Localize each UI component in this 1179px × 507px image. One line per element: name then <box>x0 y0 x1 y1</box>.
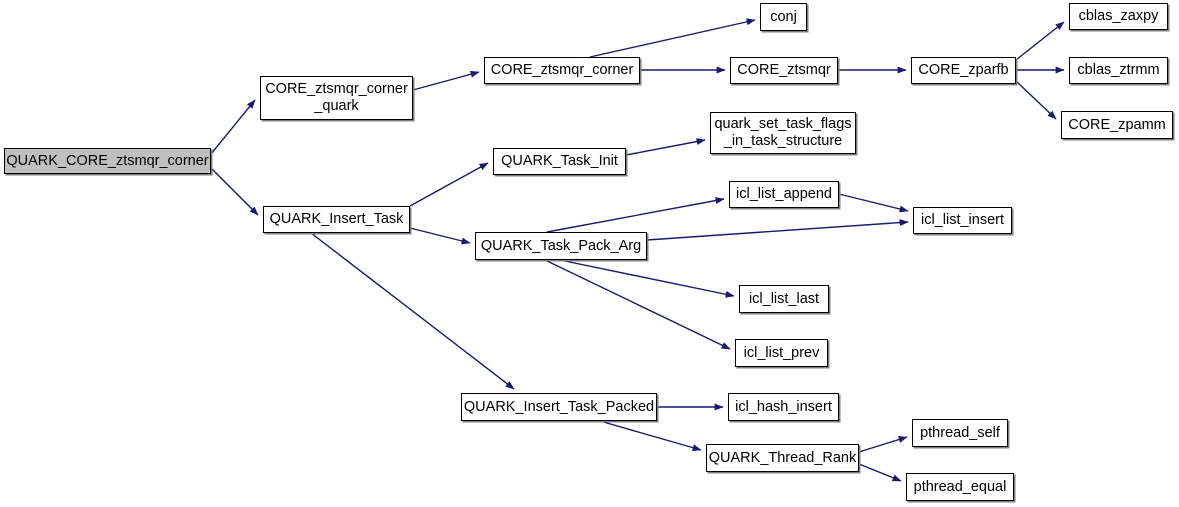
call-edge <box>858 436 908 453</box>
graph-node-label: icl_list_last <box>748 290 820 307</box>
graph-node-label: CORE_ztsmqr_corner <box>490 62 634 78</box>
graph-node-quark_insert_task[interactable]: QUARK_Insert_Task <box>263 206 410 233</box>
graph-node-core_ztsmqr[interactable]: CORE_ztsmqr <box>730 57 838 84</box>
graph-node-label: icl_hash_insert <box>735 398 832 415</box>
graph-node-quark_set_task_flags_in_task_structure[interactable]: quark_set_task_flags _in_task_structure <box>710 112 856 154</box>
graph-node-label: icl_list_insert <box>921 212 1004 228</box>
graph-node-label: CORE_zpamm <box>1068 116 1166 133</box>
call-edge <box>646 219 909 241</box>
graph-node-core_ztsmqr_corner_quark[interactable]: CORE_ztsmqr_corner _quark <box>260 76 413 120</box>
call-edge <box>409 227 471 245</box>
call-edge <box>589 18 756 58</box>
graph-node-quark_task_pack_arg[interactable]: QUARK_Task_Pack_Arg <box>475 232 647 260</box>
graph-node-pthread_self[interactable]: pthread_self <box>912 419 1008 447</box>
graph-node-label: CORE_ztsmqr <box>737 62 831 78</box>
graph-node-conj[interactable]: conj <box>760 3 807 31</box>
graph-node-icl_list_prev[interactable]: icl_list_prev <box>735 339 828 367</box>
call-edge <box>409 162 489 207</box>
graph-node-cblas_zaxpy[interactable]: cblas_zaxpy <box>1069 3 1168 30</box>
graph-node-icl_list_append[interactable]: icl_list_append <box>729 181 839 208</box>
graph-node-core_zparfb[interactable]: CORE_zparfb <box>911 57 1016 84</box>
call-edge <box>546 197 725 233</box>
graph-node-label: icl_list_append <box>736 186 832 202</box>
graph-node-label: pthread_self <box>920 424 1000 441</box>
call-edge <box>544 259 731 350</box>
graph-node-quark_task_init[interactable]: QUARK_Task_Init <box>493 148 626 175</box>
graph-node-label: quark_set_task_flags _in_task_structure <box>714 116 852 149</box>
graph-node-label: pthread_equal <box>913 478 1007 495</box>
graph-node-label: QUARK_Insert_Task <box>269 211 404 227</box>
graph-node-label: QUARK_CORE_ztsmqr_corner <box>6 152 209 169</box>
graph-node-label: icl_list_prev <box>743 344 820 361</box>
call-edge <box>210 99 256 155</box>
graph-node-icl_list_insert[interactable]: icl_list_insert <box>913 207 1012 234</box>
graph-node-icl_list_last[interactable]: icl_list_last <box>739 285 829 313</box>
graph-node-cblas_ztrmm[interactable]: cblas_ztrmm <box>1069 57 1168 84</box>
graph-node-label: QUARK_Task_Init <box>501 153 618 169</box>
call-edge <box>559 259 735 298</box>
call-edge <box>625 138 706 156</box>
graph-node-label: QUARK_Insert_Task_Packed <box>463 398 655 415</box>
call-edge <box>599 420 702 452</box>
call-edge <box>838 193 909 213</box>
call-edge <box>1015 80 1057 120</box>
graph-node-quark_thread_rank[interactable]: QUARK_Thread_Rank <box>706 444 859 472</box>
graph-node-label: QUARK_Thread_Rank <box>708 449 857 466</box>
graph-node-core_zpamm[interactable]: CORE_zpamm <box>1061 111 1173 139</box>
call-edge <box>858 463 902 482</box>
call-edge <box>210 167 259 216</box>
graph-node-label: cblas_zaxpy <box>1078 8 1159 24</box>
graph-node-label: conj <box>770 8 797 25</box>
graph-node-label: cblas_ztrmm <box>1077 62 1160 78</box>
call-edge <box>412 70 480 91</box>
call-edge <box>1015 21 1065 61</box>
graph-node-label: CORE_ztsmqr_corner _quark <box>265 81 408 114</box>
graph-node-label: QUARK_Task_Pack_Arg <box>480 237 642 254</box>
graph-node-label: CORE_zparfb <box>918 62 1009 78</box>
graph-node-quark_core_ztsmqr_corner[interactable]: QUARK_CORE_ztsmqr_corner <box>4 148 211 174</box>
graph-node-icl_hash_insert[interactable]: icl_hash_insert <box>728 393 839 421</box>
graph-node-pthread_equal[interactable]: pthread_equal <box>906 473 1014 501</box>
graph-node-core_ztsmqr_corner[interactable]: CORE_ztsmqr_corner <box>484 57 640 84</box>
graph-node-quark_insert_task_packed[interactable]: QUARK_Insert_Task_Packed <box>461 393 657 421</box>
